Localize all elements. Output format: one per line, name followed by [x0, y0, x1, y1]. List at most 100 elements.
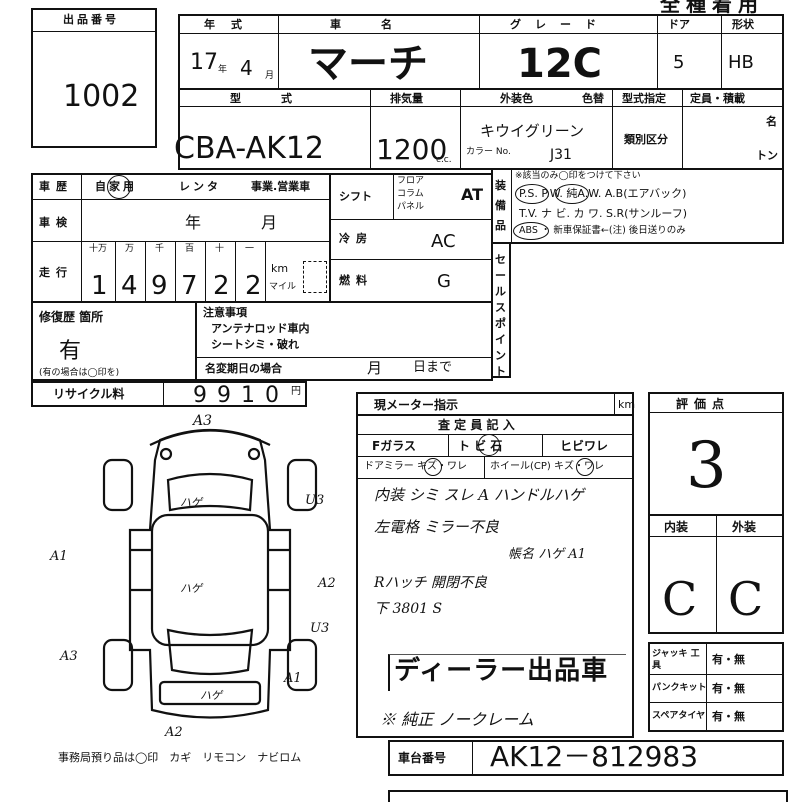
- mark-a3-left: A3: [60, 649, 78, 664]
- sales-point-label: セールスポイント: [495, 253, 506, 378]
- equipment-note: ※該当のみ◯印をつけて下さい: [515, 171, 641, 181]
- repair-note: (有の場合は◯印を): [39, 368, 120, 378]
- ac-value: AC: [431, 231, 456, 252]
- exterior-label: 外装: [732, 520, 757, 534]
- history-business: 事業.営業車: [251, 180, 311, 193]
- mile-box: [303, 261, 327, 293]
- shape-label: 形状: [732, 18, 754, 31]
- header-box: 年式 車名 グレード ドア 形状 17 年 4 月 マーチ 12C 5 HB: [178, 14, 784, 90]
- shape-value: HB: [728, 52, 754, 73]
- history-circle: [107, 175, 131, 199]
- caution-box: 注意事項 アンテナロッド車内 シートシミ・破れ 名変期日の場合 月 日まで: [195, 301, 493, 381]
- tool-spare-value: 有・無: [712, 710, 745, 723]
- unit-5: 十: [215, 244, 225, 254]
- chassis-box: 車台番号 AK12－812983: [388, 740, 784, 776]
- drive-box: シフト フロア コラム パネル AT 冷房 AC 燃料 G: [329, 173, 493, 303]
- dealer-stamp-frame: [388, 654, 626, 691]
- wheel-circle: [576, 458, 594, 476]
- caution-label: 注意事項: [203, 306, 247, 319]
- top-right-label: 全種着用: [660, 0, 764, 16]
- fuel-label: 燃料: [339, 274, 373, 287]
- mirror-circle: [424, 458, 442, 476]
- bottom-box-edge: [388, 790, 788, 802]
- note-line-1: 内装 シミ スレ A ハンドルハゲ: [374, 486, 584, 504]
- shift-value: AT: [461, 185, 484, 204]
- int-ext-box: 内装 外装 C C: [648, 514, 784, 634]
- tool-jack-value: 有・無: [712, 653, 745, 666]
- mark-center: ハゲ: [180, 582, 202, 595]
- ton-unit: トン: [756, 149, 778, 162]
- recycle-unit: 円: [291, 386, 301, 397]
- score-label: 評価点: [676, 397, 731, 411]
- tool-jack-label: ジャッキ 工具: [652, 649, 700, 671]
- grade-label: グレード: [510, 18, 610, 31]
- equipment-box: 装備品 ※該当のみ◯印をつけて下さい P.S. P.W. 純A.W. A.B(エ…: [491, 168, 784, 244]
- unit-2: 万: [125, 244, 135, 254]
- score-box: 評価点 3: [648, 392, 784, 516]
- spec-box: 型式 排気量 外装色 色替 型式指定 定員・積載 類別区分 CBA-AK12 1…: [174, 88, 784, 170]
- inspector-label: 査 定 員 記 入: [438, 418, 515, 432]
- repair-value: 有: [59, 339, 82, 364]
- meter-label: 現メーター指示: [374, 398, 459, 412]
- person-unit: 名: [766, 115, 777, 128]
- displacement-value: 1200: [376, 133, 448, 166]
- interior-value: C: [662, 572, 698, 626]
- digit-4: 7: [181, 271, 198, 301]
- mirror-label: ドアミラー キズ・ワレ: [364, 461, 467, 472]
- inspection-label: 車検: [39, 216, 73, 229]
- recycle-box: リサイクル料 9910 円: [31, 381, 307, 407]
- tool-kit-value: 有・無: [712, 682, 745, 695]
- tool-kit-label: パンクキット: [652, 683, 707, 693]
- car-diagram: [102, 428, 318, 719]
- mileage-label: 走行: [39, 266, 73, 279]
- chassis-label: 車台番号: [398, 751, 447, 765]
- note-line-4: Rハッチ 開閉不良: [374, 575, 487, 591]
- model-value: CBA-AK12: [174, 131, 324, 166]
- change-month: 月: [367, 359, 383, 377]
- digit-1: 1: [91, 271, 108, 301]
- digit-3: 9: [151, 271, 168, 301]
- bottom-note: ※ 純正 ノークレーム: [380, 710, 534, 729]
- glass-label: Fガラス: [372, 439, 416, 453]
- mark-a2-bottom: A2: [165, 725, 183, 740]
- recycle-value: 9910: [193, 383, 289, 408]
- caution-line2: シートシミ・破れ: [211, 338, 299, 351]
- equipment-line3: ABS ・ 新車保証書←(注) 後日送りのみ: [519, 225, 686, 236]
- tool-spare-label: スペアタイヤ: [652, 711, 706, 721]
- year-value: 17: [190, 50, 218, 75]
- digit-2: 4: [121, 271, 138, 301]
- color-code: J31: [550, 147, 572, 163]
- chassis-value: AK12－812983: [490, 740, 699, 773]
- interior-label: 内装: [664, 520, 689, 534]
- note-line-3: 帳名 ハゲ A1: [508, 547, 586, 562]
- month-unit: 月: [265, 71, 275, 81]
- recycle-label: リサイクル料: [53, 387, 125, 401]
- digit-6: 2: [245, 271, 262, 301]
- exterior-value: C: [728, 572, 764, 626]
- mile-unit: マイル: [269, 282, 297, 292]
- mark-roof: ハゲ: [180, 496, 202, 509]
- car-name: マーチ: [308, 41, 428, 87]
- mark-u3-rear: U3: [310, 621, 330, 636]
- caution-line1: アンテナロッド車内: [211, 322, 310, 335]
- abs-circle: [513, 222, 549, 240]
- year-label: 年式: [204, 18, 258, 31]
- capacity-label: 定員・積載: [690, 92, 745, 105]
- maker-label: 車名: [330, 18, 432, 31]
- change-label: 名変期日の場合: [205, 362, 282, 375]
- equipment-label: 装備品: [495, 179, 506, 232]
- repair-box: 修復歴 箇所 有 (有の場合は◯印を): [31, 301, 197, 381]
- color-change-label: 色替: [582, 92, 604, 105]
- shift-floor: フロア: [397, 176, 425, 186]
- note-line-5: 下 3801 S: [374, 601, 443, 617]
- meter-box: 現メーター指示 km: [356, 392, 636, 416]
- color-label: 外装色: [500, 92, 533, 105]
- fuel-value: G: [437, 271, 451, 292]
- meter-unit: km: [618, 398, 636, 411]
- ac-label: 冷房: [339, 232, 373, 245]
- inspection-year: 年: [185, 213, 202, 232]
- equipment-line1: P.S. P.W. 純A.W. A.B(エアバック): [519, 187, 687, 200]
- model-label: 型式: [230, 92, 332, 105]
- dealer-stamp: ディーラー出品車: [394, 656, 609, 686]
- repair-label: 修復歴 箇所: [39, 310, 104, 324]
